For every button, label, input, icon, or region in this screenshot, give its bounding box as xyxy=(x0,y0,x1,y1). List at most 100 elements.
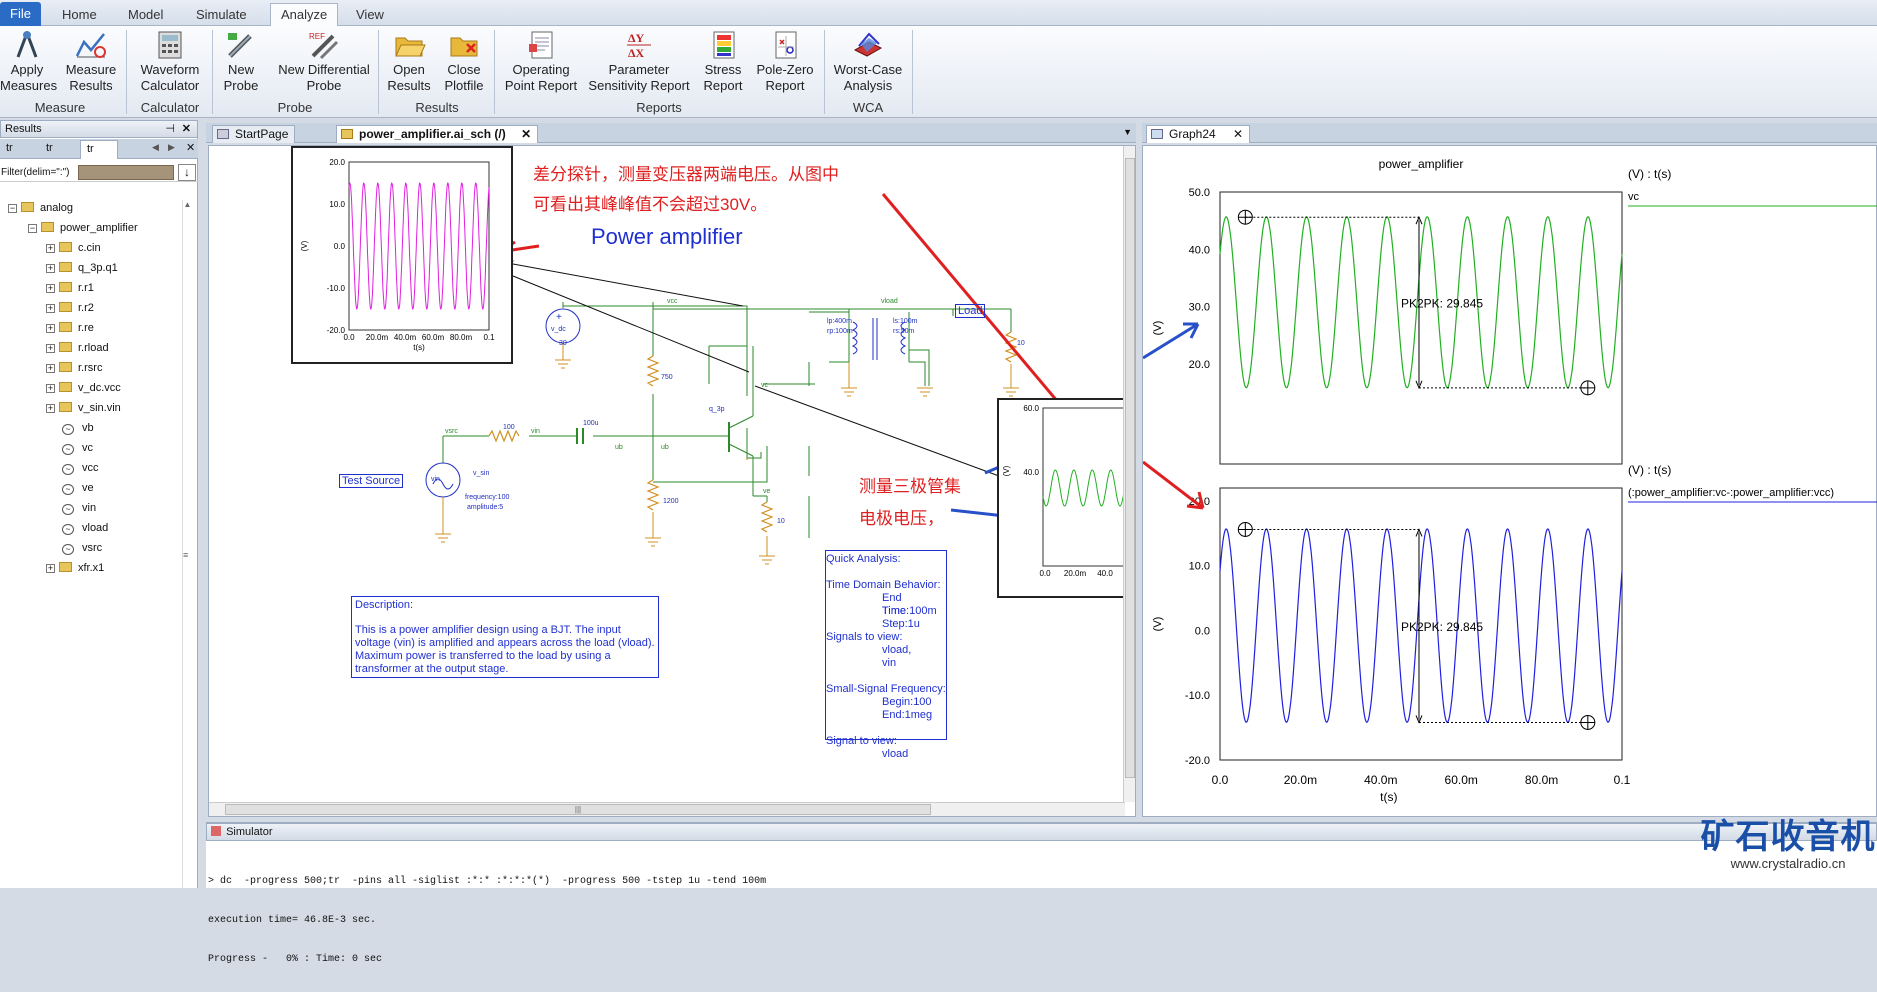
watermark-cn: 矿石收音机 xyxy=(1700,818,1876,856)
worst-case-analysis-button[interactable]: Worst-Case Analysis xyxy=(830,30,906,94)
tree-item-label: r.rsrc xyxy=(78,362,103,374)
pin-icon[interactable]: ⊣ xyxy=(165,123,175,135)
filter-apply-icon[interactable]: ↓ xyxy=(178,164,196,181)
operating-point-report-button[interactable]: Operating Point Report xyxy=(500,30,582,94)
tab-close-icon[interactable]: ✕ xyxy=(186,142,196,154)
close-icon[interactable]: ✕ xyxy=(181,123,191,135)
menu-tab-view[interactable]: View xyxy=(356,7,384,22)
open-results-button[interactable]: Open Results xyxy=(384,30,434,94)
menu-tab-simulate[interactable]: Simulate xyxy=(196,7,247,22)
quick-analysis-line: vload xyxy=(882,748,909,760)
tree-item-r-r1[interactable]: +r.r1 xyxy=(46,282,94,294)
tab-close-icon[interactable]: ✕ xyxy=(1233,127,1244,141)
tree-item-xfr-x1[interactable]: +xfr.x1 xyxy=(46,562,105,574)
tab-startpage[interactable]: StartPage xyxy=(212,125,296,143)
bottom-y-tick: 0.0 xyxy=(1195,625,1210,637)
results-tab-3[interactable]: tr xyxy=(80,140,118,159)
new-probe-label-2: Probe xyxy=(223,78,259,93)
tree-item-vin[interactable]: ~vin xyxy=(62,500,96,516)
svg-text:REF: REF xyxy=(309,32,325,41)
measure-chart-icon xyxy=(74,30,108,60)
tree-item-v-sin-vin[interactable]: +v_sin.vin xyxy=(46,402,121,414)
menu-tab-home[interactable]: Home xyxy=(62,7,97,22)
tab-right-icon[interactable]: ▶ xyxy=(168,142,175,152)
pole-zero-icon xyxy=(768,30,802,60)
tree-scrollbar[interactable]: ▲ ≡ xyxy=(182,200,192,888)
results-tab-1[interactable]: tr xyxy=(6,142,13,154)
tree-item-ve[interactable]: ~ve xyxy=(62,480,94,496)
tree-item-vb[interactable]: ~vb xyxy=(62,420,94,436)
pole-zero-report-button[interactable]: Pole-Zero Report xyxy=(752,30,818,94)
bottom-y-tick: -20.0 xyxy=(1185,755,1210,767)
waveform-calculator-label-1: Waveform xyxy=(140,62,200,77)
sim-line-2: execution time= 46.8E-3 sec. xyxy=(208,915,377,926)
watermark: 矿石收音机 www.crystalradio.cn xyxy=(1700,818,1876,888)
tree-item-r-re[interactable]: +r.re xyxy=(46,322,94,334)
tree-item-c-cin[interactable]: +c.cin xyxy=(46,242,101,254)
group-label-reports: Reports xyxy=(636,100,682,115)
quick-analysis-line: Begin:100 xyxy=(882,696,932,708)
group-label-calculator: Calculator xyxy=(140,100,200,115)
schematic-title: Power amplifier xyxy=(591,224,743,249)
close-plotfile-button[interactable]: Close Plotfile xyxy=(438,30,490,94)
new-probe-button[interactable]: New Probe xyxy=(216,30,266,94)
new-probe-label-1: New xyxy=(227,62,254,77)
new-differential-probe-button[interactable]: REF New Differential Probe xyxy=(270,30,378,94)
sim-line-3: Progress - 0% : Time: 0 sec xyxy=(208,954,383,965)
bottom-wave xyxy=(1219,528,1623,723)
test-source-label: Test Source xyxy=(339,474,404,488)
stress-report-button[interactable]: Stress Report xyxy=(698,30,748,94)
tab-left-icon[interactable]: ◀ xyxy=(152,142,159,152)
measure-results-button[interactable]: Measure Results xyxy=(60,30,122,94)
tree-item-q-3p-q1[interactable]: +q_3p.q1 xyxy=(46,262,118,274)
tree-item-r-rload[interactable]: +r.rload xyxy=(46,342,109,354)
calculator-icon xyxy=(153,30,187,60)
description-text: This is a power amplifier design using a… xyxy=(355,624,655,675)
simulator-icon xyxy=(211,826,221,836)
tab-close-icon[interactable]: ✕ xyxy=(521,127,532,141)
tree-item-analog[interactable]: −analog xyxy=(8,202,74,214)
tab-graph24[interactable]: Graph24 ✕ xyxy=(1146,125,1251,143)
apply-measures-button[interactable]: Apply Measures xyxy=(0,30,57,94)
group-label-wca: WCA xyxy=(852,100,884,115)
schematic-canvas[interactable]: + xyxy=(208,145,1136,817)
results-tab-2[interactable]: tr xyxy=(46,142,53,154)
menu-tab-file[interactable]: File xyxy=(0,2,41,26)
results-panel-header: Results ⊣ ✕ xyxy=(0,120,198,138)
menu-tab-model[interactable]: Model xyxy=(128,7,164,22)
schematic-hscroll[interactable]: ||| xyxy=(209,802,1125,816)
tab-power-amplifier[interactable]: power_amplifier.ai_sch (/) ✕ xyxy=(336,125,539,143)
tree-item-power-amplifier[interactable]: −power_amplifier xyxy=(28,222,138,234)
tree-item-r-r2[interactable]: +r.r2 xyxy=(46,302,94,314)
menu-tab-analyze[interactable]: Analyze xyxy=(270,3,339,27)
tree-item-vsrc[interactable]: ~vsrc xyxy=(62,540,102,556)
sim-line-1: > dc -progress 500;tr -pins all -siglist… xyxy=(208,876,767,887)
mini1-x-tick: 0.1 xyxy=(483,333,495,342)
annotation-mid-line-1: 测量三极管集 xyxy=(859,477,961,496)
tab-dropdown-icon[interactable]: ▼ xyxy=(1123,127,1132,137)
mini2-x-tick: 20.0m xyxy=(1064,569,1087,578)
tree-item-vc[interactable]: ~vc xyxy=(62,440,93,456)
tree-item-r-rsrc[interactable]: +r.rsrc xyxy=(46,362,103,374)
bottom-pk2pk-label: PK2PK: 29.845 xyxy=(1401,620,1483,634)
mini1-y-tick: -10.0 xyxy=(327,284,346,293)
top-plot-frame xyxy=(1219,191,1623,465)
schematic-vscroll[interactable] xyxy=(1123,146,1135,802)
tree-item-vload[interactable]: ~vload xyxy=(62,520,108,536)
pole-zero-label-1: Pole-Zero xyxy=(756,62,814,77)
filter-input[interactable] xyxy=(78,165,174,180)
bottom-y-label: (V) xyxy=(1152,617,1164,632)
tree-item-v-dc-vcc[interactable]: +v_dc.vcc xyxy=(46,382,121,394)
top-marker-cross xyxy=(1238,210,1253,225)
tree-item-vcc[interactable]: ~vcc xyxy=(62,460,99,476)
waveform-calculator-button[interactable]: Waveform Calculator xyxy=(134,30,206,94)
top-y-tick: 40.0 xyxy=(1189,244,1210,256)
tab-power-amplifier-label: power_amplifier.ai_sch (/) xyxy=(359,127,506,141)
bottom-unit-label: (V) : t(s) xyxy=(1628,463,1671,477)
graph-tabs: Graph24 ✕ xyxy=(1142,123,1877,143)
